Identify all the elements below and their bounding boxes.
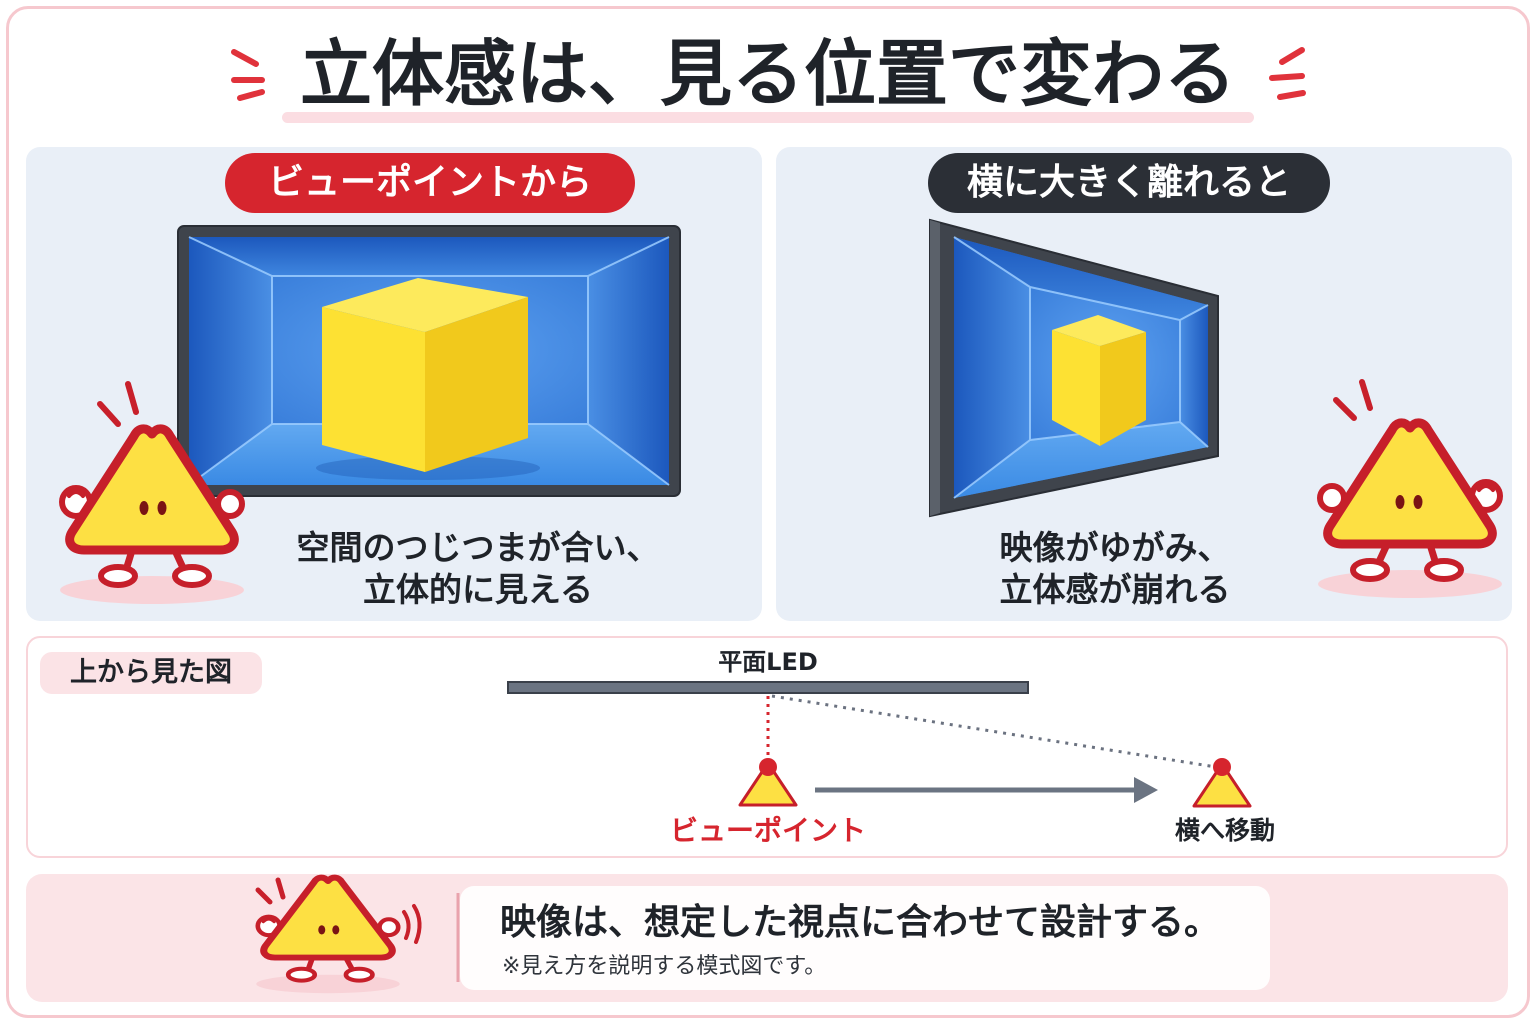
- motion-line: [412, 904, 422, 944]
- footer-mascot-hand-motion: [402, 904, 422, 944]
- footer-mascot-scale: [256, 878, 400, 994]
- monitor-side-edge: [930, 220, 940, 516]
- page-title: 立体感は、見る位置で変わる: [299, 32, 1236, 116]
- moved-viewer-dot-icon: [1213, 758, 1231, 776]
- cube-top: [322, 278, 528, 332]
- moved-sightline: [771, 694, 1217, 769]
- off-axis-label: 横に大きく離れると: [928, 153, 1330, 213]
- room-floor: [954, 422, 1208, 498]
- caption-line: 立体感が崩れる: [999, 570, 1231, 609]
- viewpoint-illustration: [26, 225, 681, 621]
- emphasis-line: [255, 887, 273, 905]
- title-decoration: [231, 47, 1306, 123]
- yellow-cube: [322, 278, 528, 472]
- emphasis-line: [125, 381, 139, 415]
- motion-line: [402, 910, 411, 940]
- room-edge-line: [587, 423, 670, 486]
- emphasis-line: [237, 89, 265, 101]
- viewpoint-caption: 空間のつじつまが合い、 立体的に見える: [228, 527, 728, 611]
- emphasis-line: [275, 877, 286, 900]
- room-ceiling: [189, 237, 669, 276]
- off-axis-caption: 映像がゆがみ、 立体感が崩れる: [915, 527, 1315, 611]
- cube-top: [1052, 315, 1146, 346]
- mascot-mirror: [1318, 423, 1502, 598]
- footer-message-box: 映像は、想定した視点に合わせて設計する。 ※見え方を説明する模式図です。: [460, 886, 1270, 990]
- room-right-wall: [1180, 305, 1208, 447]
- mascot-left-emphasis: [97, 381, 139, 427]
- room-ceiling: [954, 237, 1208, 320]
- emphasis-line: [1269, 73, 1305, 81]
- cube-right-face: [425, 297, 528, 472]
- emphasis-line: [231, 49, 259, 67]
- top-view-section: 上から見た図 平面LED ビューポイント 横へ移動: [26, 636, 1508, 858]
- room-edge-line: [188, 236, 273, 277]
- triangle-mascot-icon: [1318, 423, 1502, 598]
- caption-line: 立体的に見える: [362, 570, 593, 609]
- title-underline: [282, 112, 1254, 123]
- room-edge-line: [587, 236, 670, 277]
- room-edges: [188, 236, 670, 486]
- title-emphasis-right: [1269, 47, 1306, 100]
- arrow-right-icon: [815, 777, 1158, 803]
- triangle-mascot-icon: [256, 878, 400, 994]
- room-right-wall: [588, 237, 669, 485]
- flat-led-bar: [507, 681, 1029, 694]
- caption-line: 映像がゆがみ、: [999, 528, 1231, 567]
- footer-mascot-emphasis: [255, 877, 286, 905]
- footer-illustration: [26, 874, 460, 1002]
- room-edge-line: [1179, 421, 1209, 448]
- room-edge-line: [953, 236, 1031, 288]
- yellow-cube: [1052, 315, 1146, 446]
- move-label: 横へ移動: [1174, 816, 1275, 845]
- room-left-wall: [954, 237, 1030, 498]
- viewer-dot-icon: [759, 758, 777, 776]
- panel-viewpoint: ビューポイントから 空間のつじつまが合い、 立体的に見える: [26, 147, 762, 621]
- room-edge-line: [953, 439, 1031, 499]
- caption-line: 空間のつじつまが合い、: [296, 528, 660, 567]
- moved-viewer-triangle-icon: [1192, 762, 1252, 808]
- room-left-wall: [189, 237, 272, 485]
- footer-message-section: 映像は、想定した視点に合わせて設計する。 ※見え方を説明する模式図です。: [26, 874, 1508, 1002]
- top-view-diagram: [507, 681, 1252, 808]
- emphasis-line: [1277, 90, 1306, 100]
- mascot-right-emphasis: [1333, 379, 1373, 421]
- panel-off-axis: 横に大きく離れると 映像がゆがみ、 立体感が崩れる: [776, 147, 1512, 621]
- led-monitor-angled: [929, 218, 1219, 518]
- cube-left-face: [1052, 330, 1100, 446]
- title-emphasis-left: [231, 49, 265, 101]
- emphasis-line: [1279, 47, 1305, 65]
- room-edge-line: [1179, 304, 1209, 321]
- cube-right-face: [1100, 332, 1146, 446]
- move-arrow-head: [1134, 777, 1158, 803]
- cube-left-face: [322, 307, 425, 472]
- emphasis-line: [1333, 397, 1357, 421]
- room-edge-line: [188, 423, 273, 486]
- room-edges: [953, 236, 1209, 499]
- footer-note: ※見え方を説明する模式図です。: [502, 954, 827, 979]
- viewer-triangle-icon: [738, 761, 798, 807]
- off-axis-illustration: [929, 218, 1512, 621]
- viewpoint-label: ビューポイントから: [225, 153, 635, 213]
- page-border: [6, 6, 1530, 1018]
- emphasis-line: [97, 401, 121, 427]
- top-view-label: 上から見た図: [40, 652, 262, 694]
- footer-message: 映像は、想定した視点に合わせて設計する。: [500, 902, 1221, 943]
- led-label: 平面LED: [718, 648, 818, 676]
- led-monitor-front: [177, 225, 681, 497]
- emphasis-line: [1359, 379, 1373, 411]
- viewpoint-position-label: ビューポイント: [669, 814, 866, 847]
